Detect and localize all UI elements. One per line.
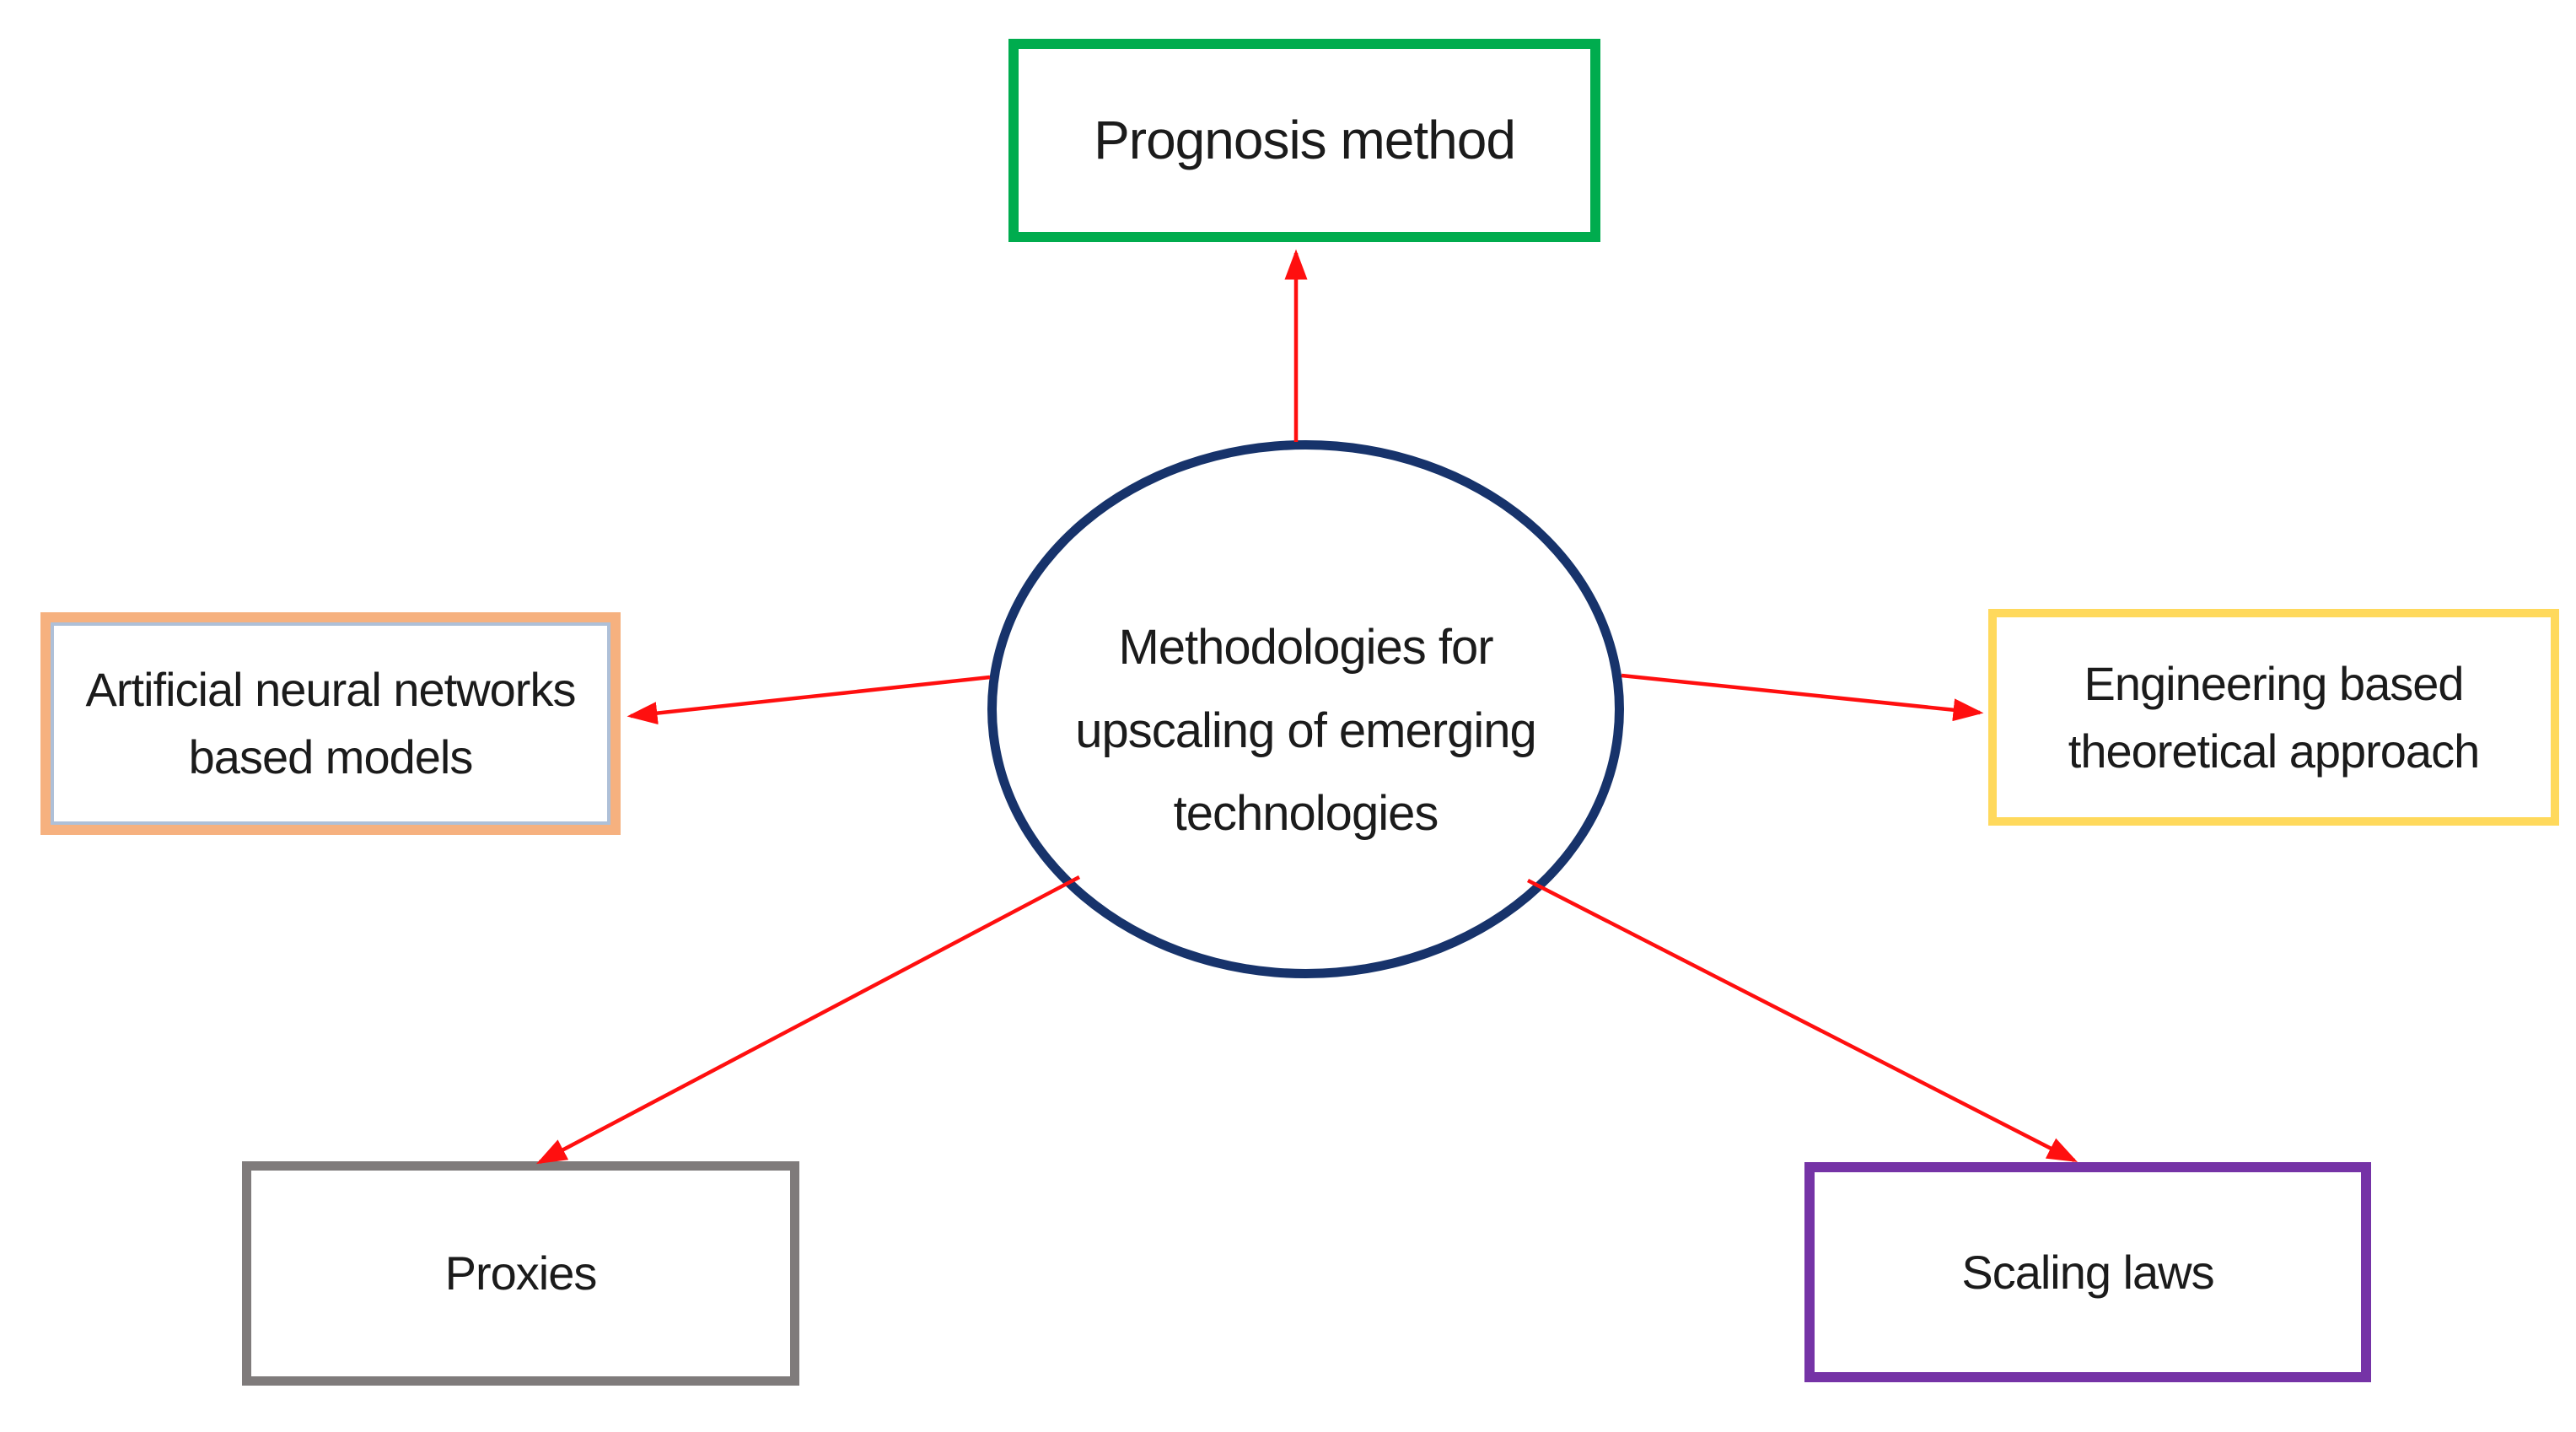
arrow-center-to-engineering bbox=[1621, 673, 1984, 722]
node-proxies-label: Proxies bbox=[444, 1246, 598, 1300]
node-center-methodologies-label: Methodologies for upscaling of emerging … bbox=[1075, 620, 1536, 842]
arrow-center-to-scaling bbox=[1526, 878, 2079, 1163]
node-artificial-neural-networks: Artificial neural networks based models bbox=[40, 612, 621, 835]
arrow-center-to-ann bbox=[627, 675, 991, 725]
node-artificial-neural-networks-label: Artificial neural networks based models bbox=[85, 663, 577, 783]
node-center-methodologies: Methodologies for upscaling of emerging … bbox=[987, 440, 1624, 978]
node-proxies: Proxies bbox=[242, 1161, 799, 1386]
node-prognosis-method-label: Prognosis method bbox=[1094, 110, 1516, 171]
node-engineering-based: Engineering based theoretical approach bbox=[1988, 609, 2559, 826]
node-scaling-laws-label: Scaling laws bbox=[1961, 1245, 2214, 1299]
node-artificial-neural-networks-inner-frame: Artificial neural networks based models bbox=[51, 622, 610, 825]
node-prognosis-method: Prognosis method bbox=[1008, 39, 1600, 242]
arrow-center-to-proxies bbox=[536, 875, 1081, 1165]
node-engineering-based-label: Engineering based theoretical approach bbox=[2068, 656, 2480, 778]
node-scaling-laws: Scaling laws bbox=[1804, 1162, 2371, 1382]
